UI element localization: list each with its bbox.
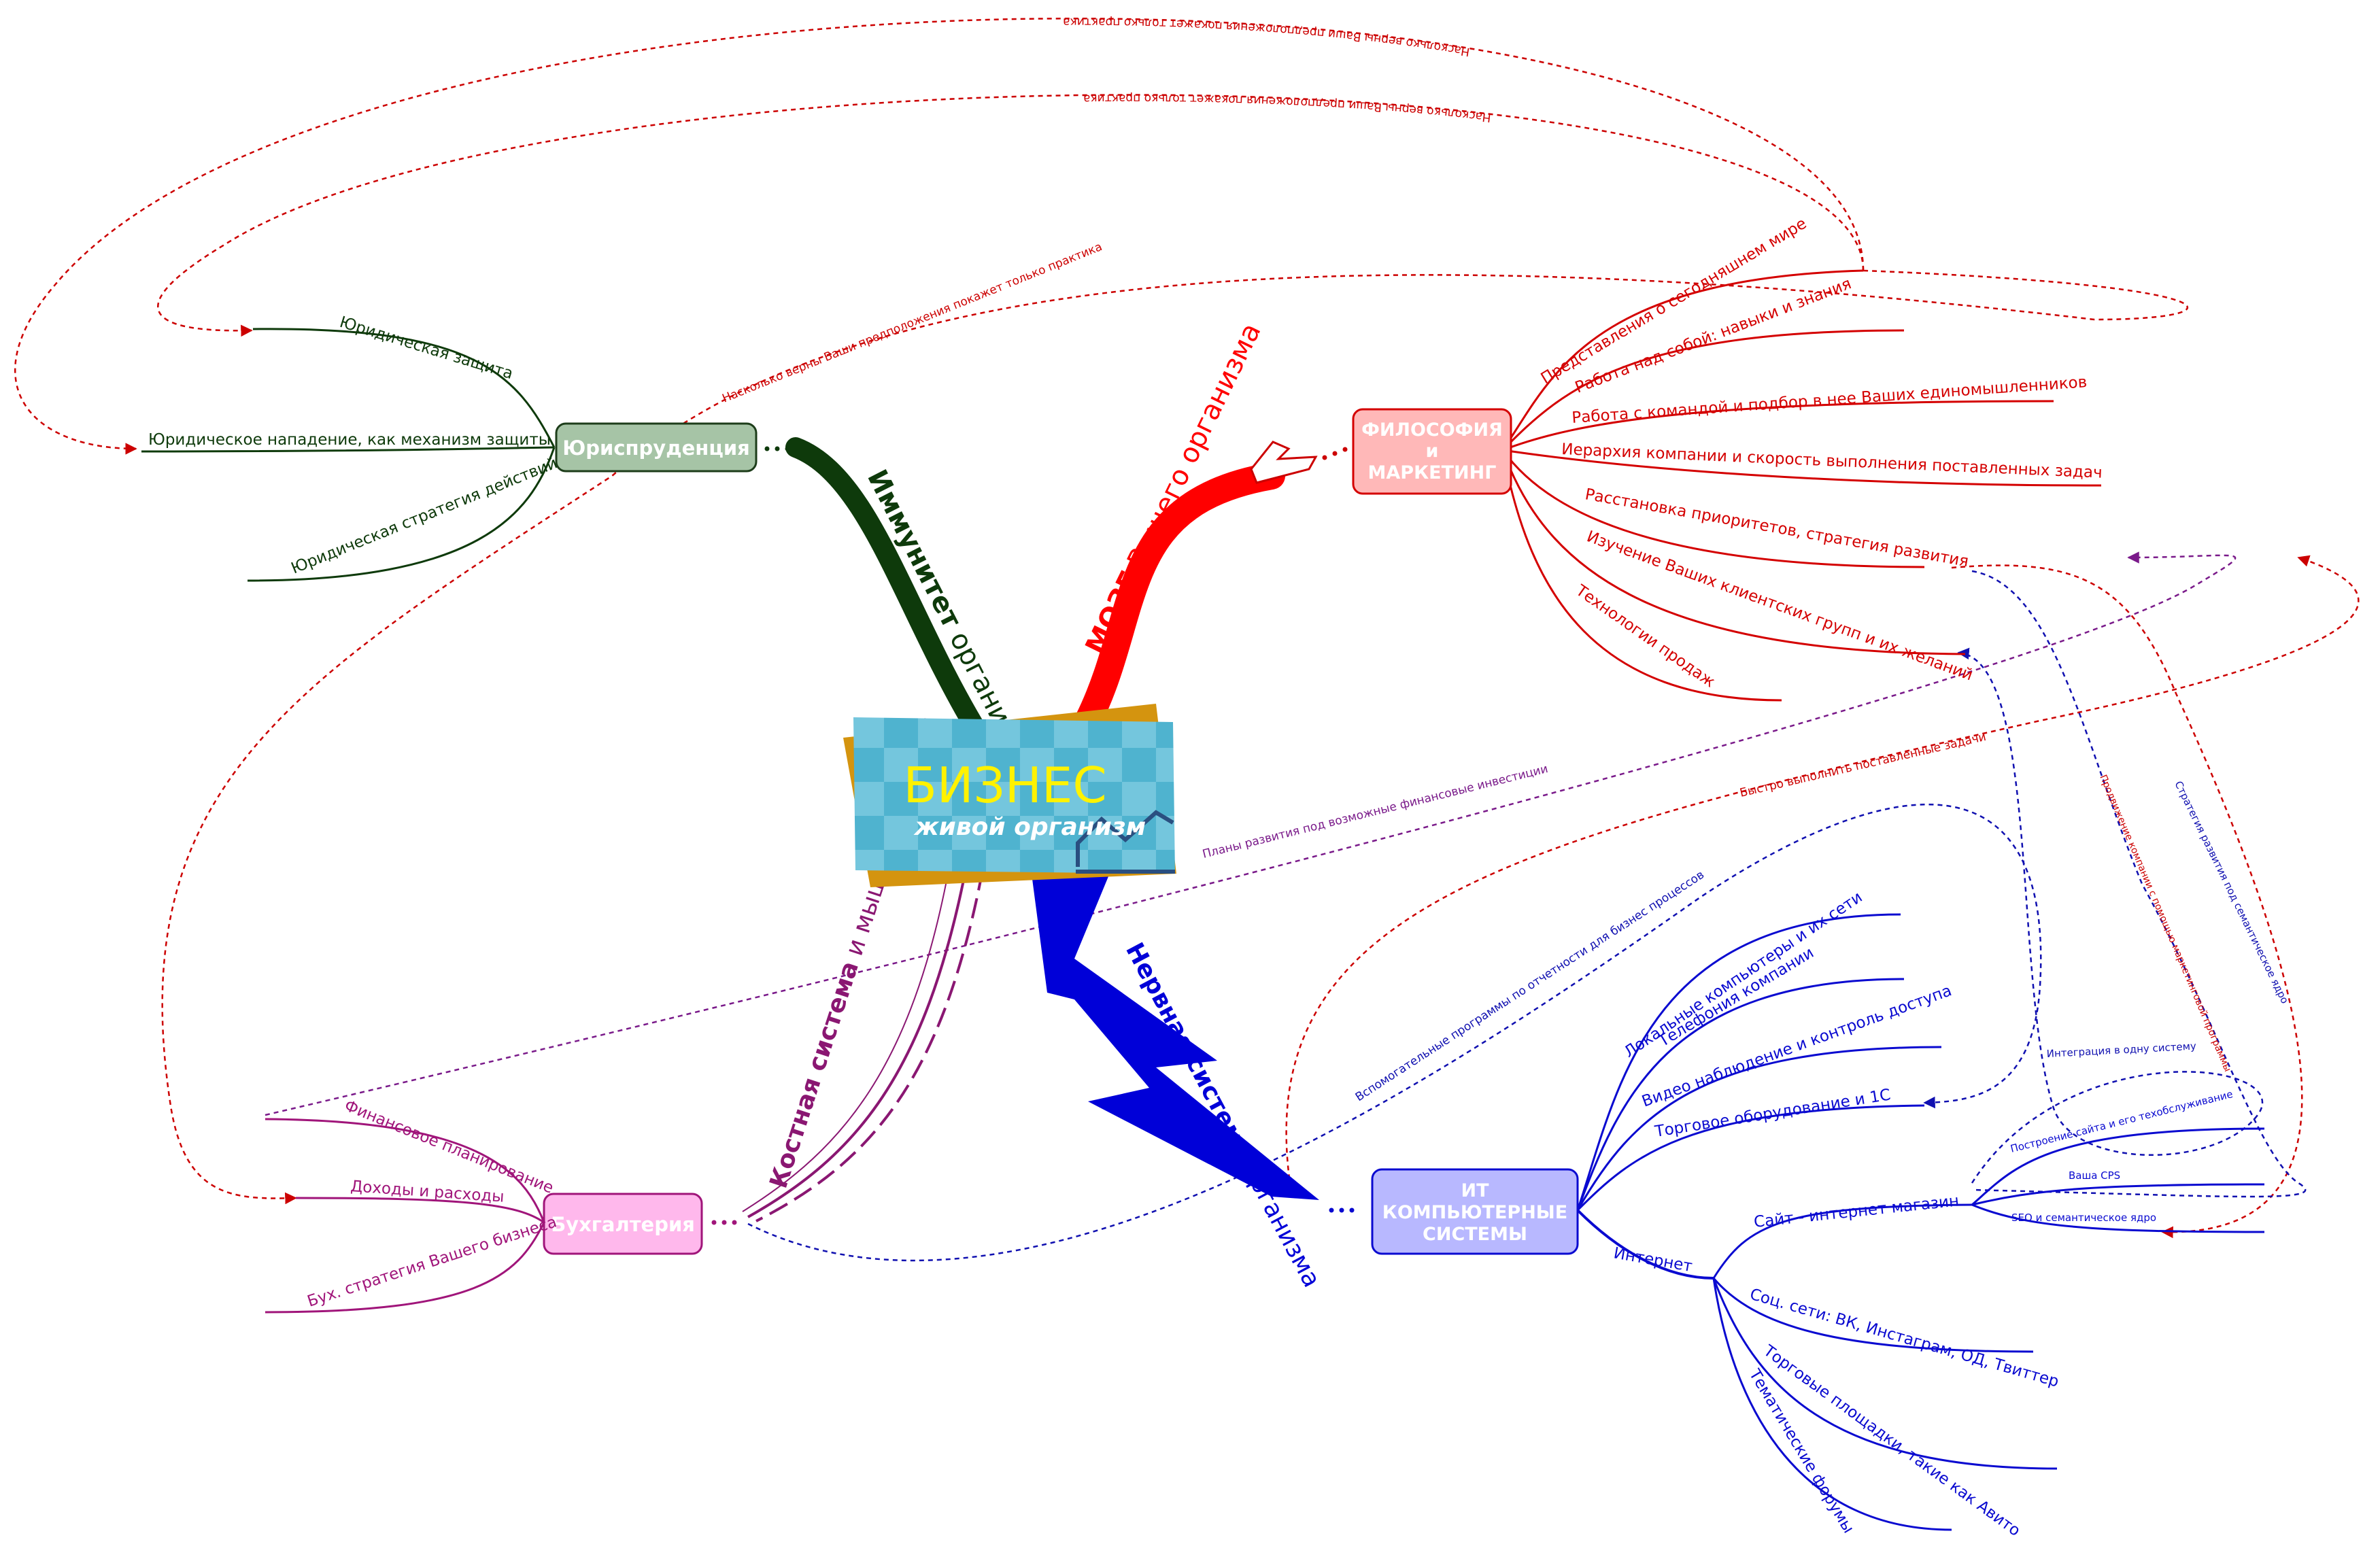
relationship-label-practice-top: Насколько верны Ваши предположения покаж… [1063, 15, 1471, 58]
philosophy-pointer [1250, 441, 1348, 484]
svg-text:ФИЛОСОФИЯ: ФИЛОСОФИЯ [1361, 419, 1503, 441]
it-subtree [1576, 913, 2265, 1531]
relationship-label-marketing-programs: Продвижение компании с помощью маркетинг… [2097, 773, 2232, 1073]
it-site-child-2[interactable]: SEO и семантическое ядро [2011, 1212, 2156, 1224]
relationship-label-practice-diag: Насколько верны Ваши предположения покаж… [720, 240, 1104, 406]
accounting-children: Финансовое планирование Доходы и расходы… [305, 1097, 559, 1310]
svg-text:СИСТЕМЫ: СИСТЕМЫ [1423, 1224, 1527, 1245]
law-node-label: Юриспруденция [562, 436, 750, 460]
it-site-child-1[interactable]: Ваша CPS [2069, 1169, 2120, 1182]
branch-nervous[interactable] [1030, 860, 1319, 1200]
svg-text:МАРКЕТИНГ: МАРКЕТИНГ [1368, 462, 1497, 483]
accounting-child-2[interactable]: Бух. стратегия Вашего бизнеса [305, 1213, 559, 1310]
relationship-practice-diag[interactable] [161, 269, 2189, 1205]
law-dots [764, 446, 790, 451]
it-forums[interactable]: Тематические форумы [1745, 1366, 1857, 1537]
relationships [14, 18, 2360, 1262]
it-dots [1329, 1207, 1355, 1213]
main-branches [742, 437, 1319, 1222]
central-topic[interactable]: БИЗНЕС живой организм [843, 704, 1176, 887]
philosophy-children: Представления о сегодняшнем мире Работа … [1538, 215, 2103, 691]
philosophy-subtree [1501, 269, 2102, 702]
relationship-practice-second[interactable] [157, 94, 1865, 337]
it-internet[interactable]: Интернет [1612, 1244, 1694, 1275]
relationship-practice-top[interactable] [14, 18, 1865, 455]
relationship-label-fast-tasks: Быстро выполнить поставленные задачи [1739, 730, 1988, 800]
central-title: БИЗНЕС [903, 757, 1106, 814]
svg-text:КОМПЬЮТЕРНЫЕ: КОМПЬЮТЕРНЫЕ [1382, 1202, 1567, 1223]
accounting-node-label: Бухгалтерия [551, 1213, 695, 1236]
it-node[interactable]: ИТ КОМПЬЮТЕРНЫЕ СИСТЕМЫ [1371, 1168, 1579, 1255]
it-children: Локальные компьютеры и их сети Телефония… [1612, 889, 2061, 1541]
branch-skeleton-inner2 [742, 870, 949, 1212]
it-child-2[interactable]: Видео наблюдение и контроль доступа [1639, 982, 1954, 1111]
svg-text:ИТ: ИТ [1461, 1180, 1489, 1201]
philosophy-child-3[interactable]: Иерархия компании и скорость выполнения … [1561, 441, 2103, 482]
it-site-child-0[interactable]: Построение сайта и его техобслуживание [2009, 1088, 2234, 1155]
law-subtree [141, 328, 556, 582]
it-child-1[interactable]: Телефония компании [1655, 944, 1817, 1050]
branch-brain[interactable] [1074, 462, 1285, 734]
accounting-child-1[interactable]: Доходы и расходы [350, 1178, 505, 1206]
law-node[interactable]: Юриспруденция [555, 422, 758, 473]
accounting-subtree [265, 1118, 545, 1314]
law-child-0[interactable]: Юридическая защита [337, 313, 515, 383]
relationship-label-finance-plans: Планы развития под возможные финансовые … [1201, 762, 1549, 861]
branch-immunity[interactable] [785, 437, 989, 744]
relationship-fast-tasks[interactable] [1285, 555, 2360, 1197]
relationship-semantic-strategy[interactable] [1951, 564, 2303, 1239]
central-front-tile [853, 717, 1175, 874]
central-subtitle: живой организм [913, 813, 1146, 841]
law-children: Юридическая защита Юридическое нападение… [148, 313, 560, 578]
accounting-node[interactable]: Бухгалтерия [543, 1193, 703, 1255]
relationship-marketing-programs[interactable] [1971, 570, 2307, 1198]
philosophy-child-0[interactable]: Представления о сегодняшнем мире [1538, 215, 1810, 388]
branch-skeleton[interactable] [747, 870, 967, 1218]
law-child-1[interactable]: Юридическое нападение, как механизм защи… [148, 431, 551, 449]
it-site[interactable]: Сайт - интернет магазин [1753, 1192, 1960, 1231]
relationship-label-practice-second: Насколько верны Ваши предположения покаж… [1083, 92, 1492, 124]
relationship-label-integration: Интеграция в одну систему [2046, 1040, 2196, 1060]
relationship-integration[interactable] [1957, 647, 2264, 1184]
relationship-aux-programs[interactable] [747, 804, 2042, 1262]
relationship-finance-plans[interactable] [265, 551, 2237, 1116]
law-child-2[interactable]: Юридическая стратегия действий [289, 454, 560, 577]
svg-text:и: и [1426, 441, 1439, 462]
philosophy-child-2[interactable]: Работа с командой и подбор в нее Ваших е… [1571, 373, 2088, 427]
accounting-dots [711, 1220, 737, 1225]
relationship-labels: Насколько верны Ваши предположения покаж… [720, 15, 2291, 1104]
branch-skeleton-inner [755, 870, 984, 1222]
philosophy-node[interactable]: ФИЛОСОФИЯ и МАРКЕТИНГ [1352, 408, 1512, 495]
central-chart-icon [1076, 810, 1174, 867]
